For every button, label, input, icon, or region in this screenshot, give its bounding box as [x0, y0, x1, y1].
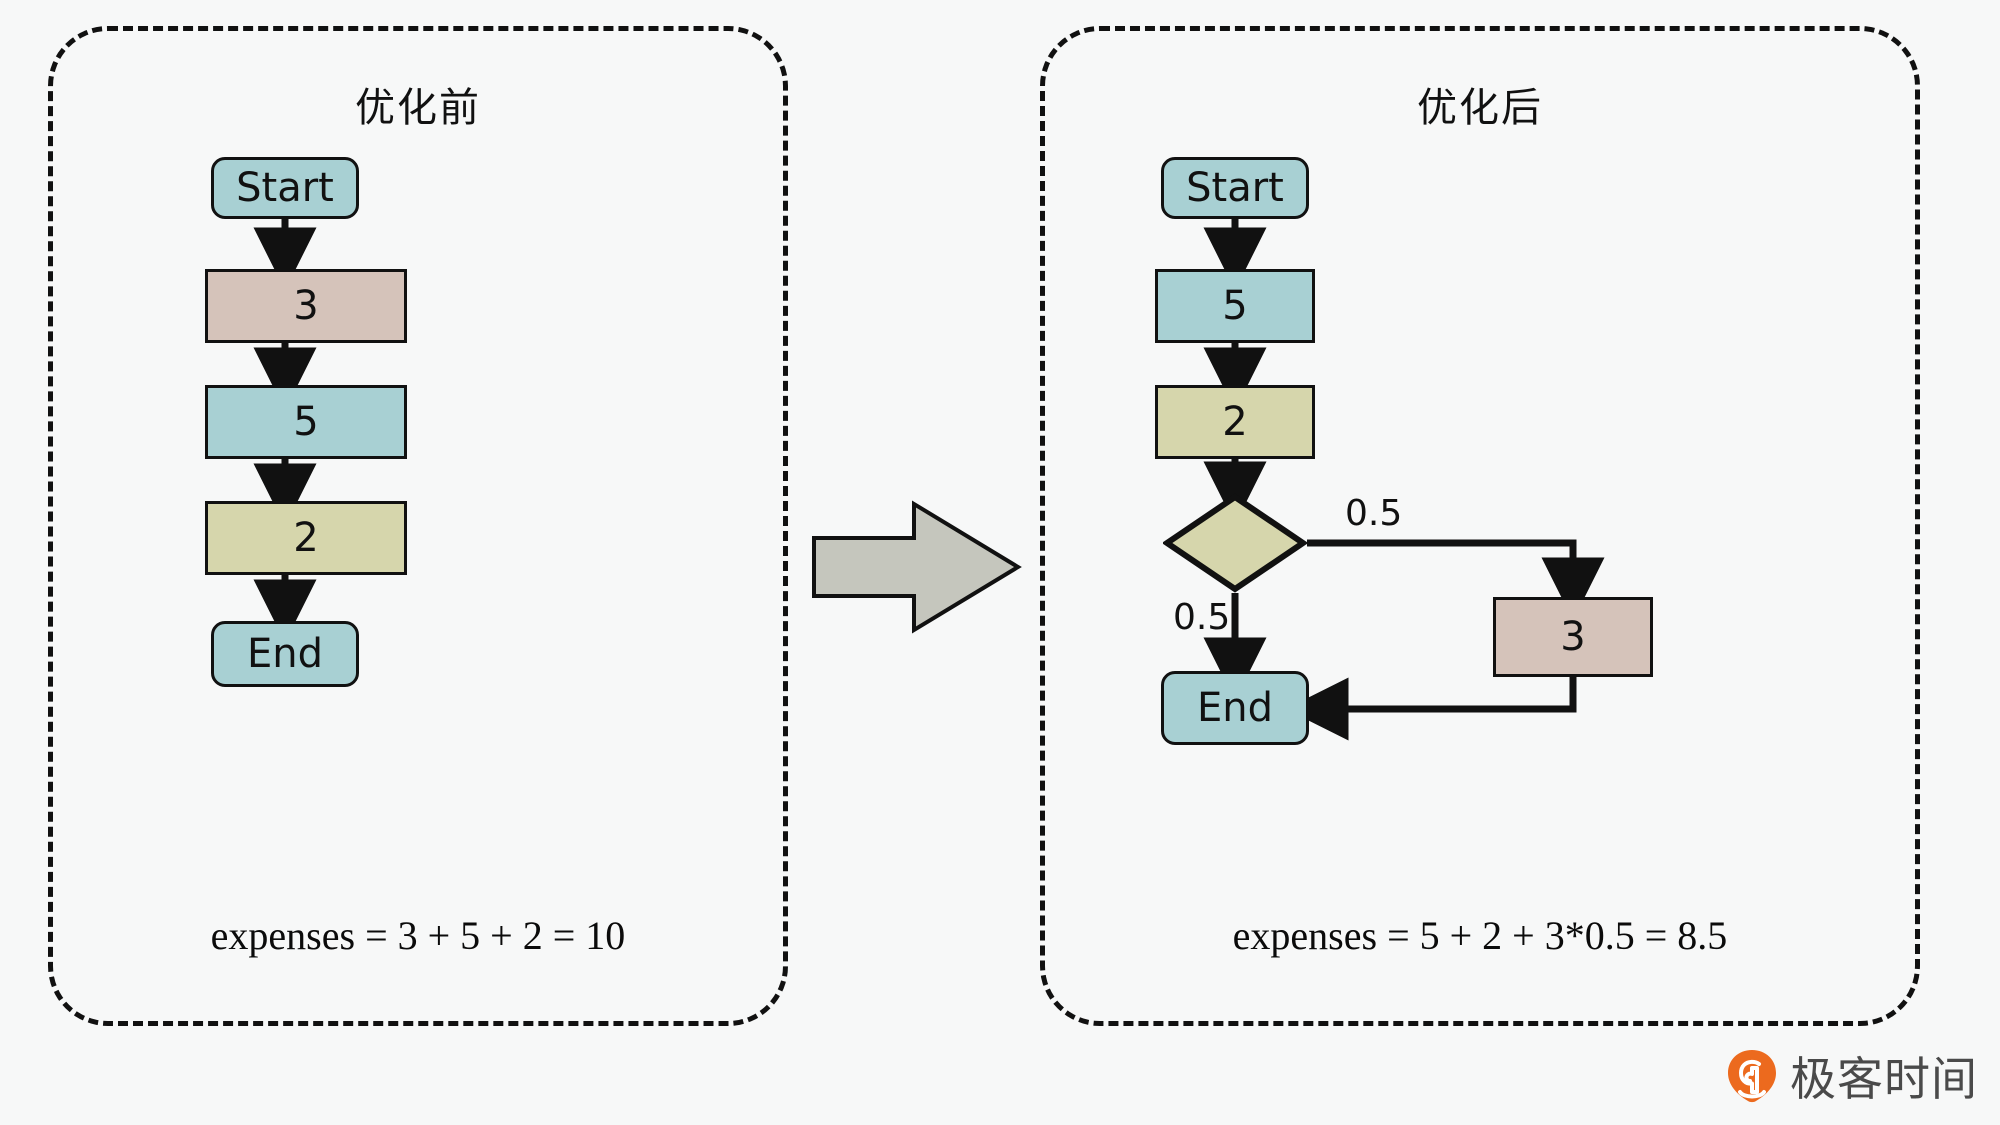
- after-node-start-label: Start: [1186, 165, 1284, 211]
- after-node-start[interactable]: Start: [1161, 157, 1309, 219]
- panel-before-optimization: 优化前 Start 3 5 2 End exp: [48, 26, 788, 1026]
- edge-label-decision-to-end: 0.5: [1173, 597, 1231, 638]
- watermark-text: 极客时间: [1790, 1052, 1978, 1106]
- after-node-cost-2[interactable]: 2: [1155, 385, 1315, 459]
- geekbang-logo-icon: [1728, 1050, 1776, 1103]
- before-node-cost-2-label: 2: [293, 515, 319, 561]
- before-node-end-label: End: [246, 631, 323, 677]
- before-node-start-label: Start: [236, 165, 334, 211]
- before-node-end[interactable]: End: [211, 621, 359, 687]
- after-node-cost-2-label: 2: [1222, 399, 1248, 445]
- before-node-cost-3-label: 3: [293, 283, 319, 329]
- optimization-arrow-icon: [812, 500, 1022, 634]
- after-node-end-label: End: [1196, 685, 1273, 731]
- after-node-decision[interactable]: [1163, 493, 1307, 593]
- before-node-start[interactable]: Start: [211, 157, 359, 219]
- connector-layer-before: [253, 217, 317, 643]
- after-node-end[interactable]: End: [1161, 671, 1309, 745]
- watermark: 极客时间: [1726, 1043, 1978, 1109]
- after-node-cost-3[interactable]: 3: [1493, 597, 1653, 677]
- before-node-cost-5-label: 5: [293, 399, 319, 445]
- after-node-cost-3-label: 3: [1560, 614, 1586, 660]
- panel-before-title: 优化前: [355, 85, 481, 131]
- after-node-cost-5-label: 5: [1222, 283, 1248, 329]
- before-node-cost-5[interactable]: 5: [205, 385, 407, 459]
- before-node-cost-3[interactable]: 3: [205, 269, 407, 343]
- after-node-cost-5[interactable]: 5: [1155, 269, 1315, 343]
- before-expenses-formula: expenses = 3 + 5 + 2 = 10: [210, 913, 626, 958]
- panel-after-title: 优化后: [1417, 85, 1543, 131]
- edge-label-decision-to-cost-3: 0.5: [1345, 493, 1403, 534]
- after-expenses-formula: expenses = 5 + 2 + 3*0.5 = 8.5: [1232, 913, 1728, 958]
- before-node-cost-2[interactable]: 2: [205, 501, 407, 575]
- panel-after-optimization: 优化后 Start 5: [1040, 26, 1920, 1026]
